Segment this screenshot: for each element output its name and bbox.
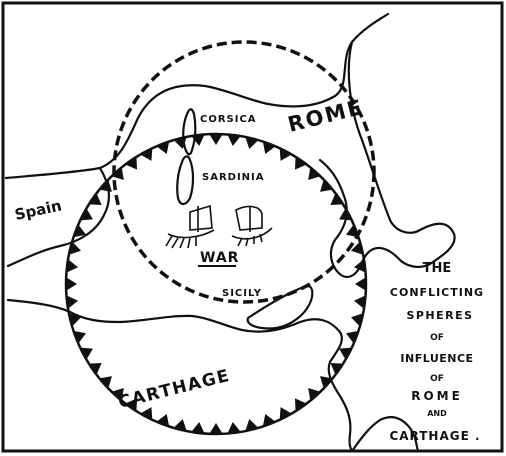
carthage-sphere-tooth [227, 134, 241, 147]
caption-line-9: CARTHAGE . [389, 429, 480, 443]
carthage-sphere-tooth [320, 376, 333, 389]
carthage-sphere-tooth [339, 208, 352, 221]
carthage-sphere-tooth [308, 388, 321, 401]
carthage-sphere-tooth [308, 167, 321, 180]
label-corsica: CORSICA [200, 114, 257, 125]
carthage-sphere-tooth [66, 277, 77, 291]
label-sardinia: SARDINIA [202, 172, 265, 183]
carthage-sphere-tooth [330, 193, 344, 206]
carthage-sphere-tooth [173, 136, 187, 150]
carthage-sphere-tooth [66, 259, 79, 273]
label-spain: Spain [13, 196, 63, 223]
carthage-sphere-tooth [73, 224, 87, 238]
caption-line-7: ROME [411, 389, 463, 403]
carthage-sphere-tooth [320, 179, 333, 192]
carthage-sphere-tooth [68, 313, 82, 327]
carthage-sphere-tooth [227, 421, 241, 434]
italy-coast [318, 40, 456, 279]
label-carthage: CARTHAGE [116, 366, 232, 413]
carthage-sphere-tooth [156, 141, 170, 155]
carthage-sphere-tooth [80, 347, 93, 360]
carthage-sphere-tooth [66, 295, 79, 309]
carthage-sphere-teeth [66, 134, 366, 434]
carthage-sphere-tooth [68, 241, 82, 255]
carthage-sphere-tooth [345, 330, 359, 344]
sardinia-island [176, 155, 195, 206]
carthage-sphere-tooth [125, 398, 138, 412]
carthage-sphere-tooth [111, 167, 124, 180]
carthage-sphere-tooth [99, 376, 112, 389]
carthage-sphere-tooth [279, 148, 292, 161]
carthage-sphere-tooth [262, 413, 276, 427]
carthage-sphere-tooth [350, 241, 364, 255]
carthage-sphere-tooth [173, 418, 187, 432]
carthage-sphere-tooth [353, 295, 366, 309]
carthage-sphere [64, 132, 368, 436]
label-sicily: SICILY [222, 288, 262, 299]
gaul-coast [4, 12, 390, 180]
caption-line-5: INFLUENCE [400, 352, 473, 365]
caption-line-4: OF [430, 333, 444, 343]
galley-left-icon [165, 204, 215, 249]
carthage-sphere-tooth [353, 259, 366, 273]
carthage-sphere-tooth [88, 362, 102, 375]
carthage-sphere-tooth [294, 398, 307, 412]
carthage-sphere-tooth [345, 224, 359, 238]
caption: THE CONFLICTING SPHERES OF INFLUENCE OF … [389, 261, 484, 443]
label-war: WAR [200, 250, 239, 266]
carthage-sphere-tooth [191, 421, 205, 434]
carthage-sphere-tooth [245, 136, 259, 150]
caption-line-2: CONFLICTING [390, 286, 484, 299]
carthage-sphere-tooth [99, 179, 112, 192]
carthage-sphere-tooth [355, 277, 366, 291]
carthage-sphere-tooth [245, 418, 259, 432]
carthage-sphere-tooth [80, 208, 93, 221]
caption-line-1: THE [423, 261, 452, 276]
carthage-sphere-tooth [88, 193, 102, 206]
caption-line-3: SPHERES [406, 309, 473, 322]
carthage-sphere-tooth [279, 407, 292, 420]
carthage-sphere-tooth [156, 413, 170, 427]
coastlines [4, 12, 456, 453]
spain-coast [6, 166, 110, 268]
carthage-sphere-tooth [262, 141, 276, 155]
carthage-sphere-tooth [140, 407, 153, 420]
carthage-sphere-tooth [140, 148, 153, 161]
carthage-sphere-tooth [350, 313, 364, 327]
caption-line-6: OF [430, 374, 444, 384]
carthage-sphere-tooth [111, 388, 124, 401]
carthage-sphere-tooth [191, 134, 205, 147]
corsica-island [182, 108, 197, 156]
carthage-sphere-tooth [294, 156, 307, 170]
carthage-sphere-tooth [125, 156, 138, 170]
galley-right-icon [231, 205, 273, 247]
rome-sphere [112, 40, 376, 304]
africa-coast [6, 298, 354, 453]
carthage-sphere-tooth [209, 423, 223, 434]
caption-line-8: AND [427, 409, 447, 418]
carthage-sphere-tooth [73, 330, 87, 344]
carthage-sphere-tooth [209, 134, 223, 145]
africa-coast-east [350, 416, 420, 453]
carthage-sphere-tooth [339, 347, 352, 360]
carthage-sphere-tooth [330, 362, 344, 375]
